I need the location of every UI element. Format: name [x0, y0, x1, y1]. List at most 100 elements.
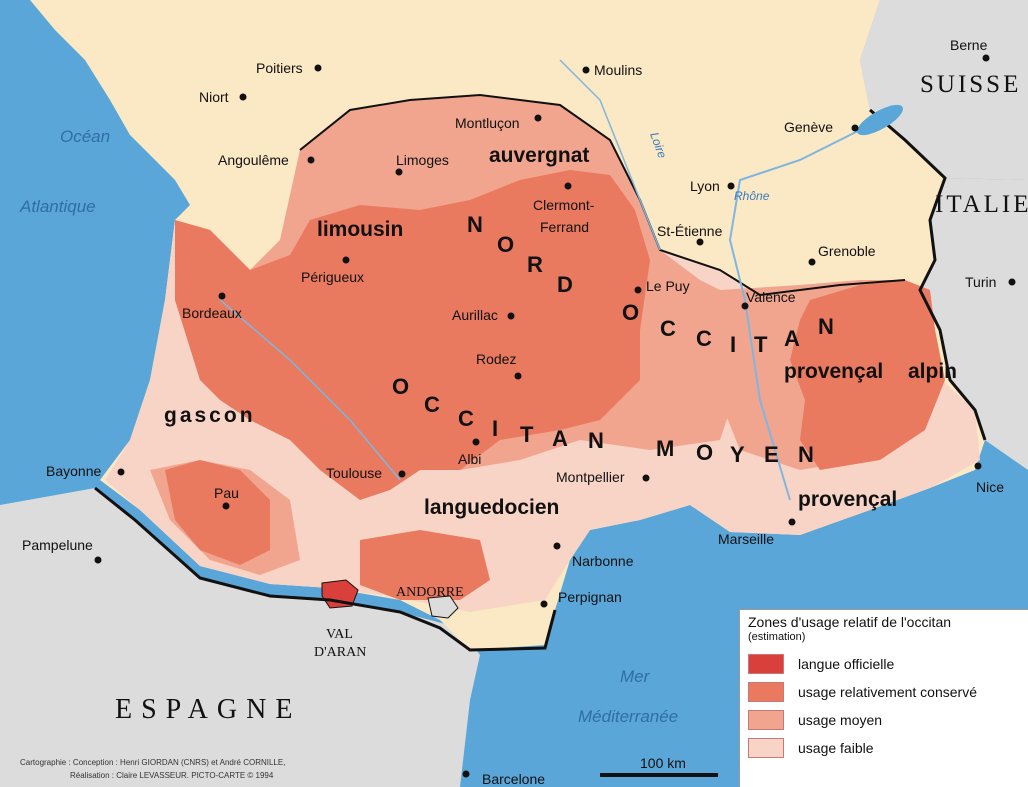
svg-text:Poitiers: Poitiers [256, 60, 303, 76]
svg-text:Aurillac: Aurillac [452, 307, 498, 323]
city-rodez: Rodez [476, 351, 522, 380]
city-clermont: Clermont- Ferrand [533, 182, 595, 235]
legend-swatch [748, 710, 784, 730]
svg-text:Moulins: Moulins [594, 62, 642, 78]
city-st-etienne: St-Étienne [657, 223, 723, 246]
zone-nord-letter: R [527, 252, 543, 277]
country-italie: ITALIE [935, 191, 1028, 218]
map-legend: Zones d'usage relatif de l'occitan (esti… [739, 609, 1028, 787]
ocean-label-2: Atlantique [19, 197, 96, 216]
city-geneve: Genève [784, 119, 859, 135]
zone-nord-letter: O [497, 232, 514, 257]
country-espagne: ESPAGNE [115, 694, 301, 725]
city-nice: Nice [974, 462, 1004, 495]
city-perigueux: Périgueux [301, 256, 364, 285]
scale-bar [600, 773, 718, 777]
svg-text:Montpellier: Montpellier [556, 469, 625, 485]
legend-row: usage moyen [748, 706, 1020, 734]
legend-title: Zones d'usage relatif de l'occitan [748, 614, 952, 630]
svg-text:Pampelune: Pampelune [22, 537, 93, 553]
svg-text:Grenoble: Grenoble [818, 243, 876, 259]
city-aurillac: Aurillac [452, 307, 515, 323]
alps-border [869, 108, 987, 441]
dialect-auvergnat: auvergnat [489, 144, 589, 167]
river-rhone [728, 129, 861, 501]
zone-occitan-upper-letter: I [730, 332, 736, 357]
svg-text:Narbonne: Narbonne [572, 553, 634, 569]
city-narbonne: Narbonne [553, 542, 634, 569]
city-grenoble: Grenoble [808, 243, 876, 266]
city-angouleme: Angoulême [218, 152, 315, 168]
svg-text:Pau: Pau [214, 485, 239, 501]
svg-text:Genève: Genève [784, 119, 833, 135]
credit-line-2: Réalisation : Claire LEVASSEUR. PICTO-CA… [70, 771, 274, 780]
svg-text:Montluçon: Montluçon [455, 115, 520, 131]
zone-occitan-lower-letter: O [392, 374, 409, 399]
svg-text:Toulouse: Toulouse [326, 465, 382, 481]
dialect-languedocien: languedocien [424, 496, 559, 519]
zone-occitan-upper-letter: N [818, 314, 834, 339]
city-niort: Niort [199, 89, 247, 105]
spain-land [0, 488, 480, 787]
country-andorre: ANDORRE [396, 585, 464, 600]
city-limoges: Limoges [395, 152, 449, 176]
city-lyon: Lyon [690, 178, 735, 194]
credit-line-1: Cartographie : Conception : Henri GIORDA… [20, 758, 285, 767]
svg-text:Lyon: Lyon [690, 178, 720, 194]
switzerland-land [860, 0, 1028, 180]
river-garonne [219, 299, 401, 481]
svg-text:Turin: Turin [965, 274, 996, 290]
dialect-limousin: limousin [317, 218, 403, 241]
city-pampelune: Pampelune [22, 537, 102, 564]
river-loire [559, 59, 661, 251]
dialect-provencal-north: provençal [784, 360, 883, 383]
svg-text:Clermont-: Clermont- [533, 197, 595, 213]
svg-text:Le Puy: Le Puy [646, 278, 690, 294]
legend-swatch [748, 654, 784, 674]
city-moulins: Moulins [582, 62, 642, 78]
legend-label: usage relativement conservé [798, 684, 977, 700]
val-aran-line1: VAL [326, 627, 353, 642]
zone-occitan-upper-letter: C [660, 316, 676, 341]
city-marseille: Marseille [718, 518, 796, 547]
zone-moyen-letter: N [798, 442, 814, 467]
zone-nord-letter: N [467, 212, 483, 237]
zone-moyen-letter: E [764, 442, 779, 467]
legend-swatch [748, 682, 784, 702]
svg-text:Rodez: Rodez [476, 351, 516, 367]
svg-text:Barcelone: Barcelone [482, 771, 545, 787]
zone-occitan-lower-letter: A [552, 426, 568, 451]
zone-conserved-pyrenees [360, 530, 490, 600]
city-turin: Turin [965, 274, 1016, 290]
legend-row: usage relativement conservé [748, 678, 1020, 706]
city-montlucon: Montluçon [455, 114, 542, 131]
city-toulouse: Toulouse [326, 465, 406, 481]
legend-label: usage faible [798, 740, 874, 756]
legend-row: usage faible [748, 734, 1020, 762]
river-label-rhone: Rhône [734, 189, 770, 203]
legend-label: usage moyen [798, 712, 883, 728]
med-label-2: Méditerranée [578, 707, 678, 726]
city-le-puy: Le Puy [634, 278, 690, 294]
city-montpellier: Montpellier [556, 469, 650, 485]
city-bayonne: Bayonne [46, 463, 125, 479]
city-valence: Valence [741, 289, 796, 310]
zone-conserved-gascony [165, 460, 270, 565]
zone-conserved-alps [790, 280, 945, 470]
dialect-alpin: alpin [908, 360, 957, 383]
zone-occitan-lower-letter: C [424, 392, 440, 417]
svg-text:Limoges: Limoges [396, 152, 449, 168]
city-barcelone: Barcelone [462, 770, 545, 787]
svg-text:Valence: Valence [746, 289, 796, 305]
zone-occitan-upper-letter: O [622, 300, 639, 325]
svg-text:Perpignan: Perpignan [558, 589, 622, 605]
zone-occitan-upper-letter: T [754, 332, 768, 357]
city-pau: Pau [214, 485, 239, 510]
svg-text:Ferrand: Ferrand [540, 219, 589, 235]
svg-text:Nice: Nice [976, 479, 1004, 495]
svg-text:Niort: Niort [199, 89, 229, 105]
zone-occitan-upper-letter: C [696, 326, 712, 351]
city-bordeaux: Bordeaux [182, 292, 242, 321]
